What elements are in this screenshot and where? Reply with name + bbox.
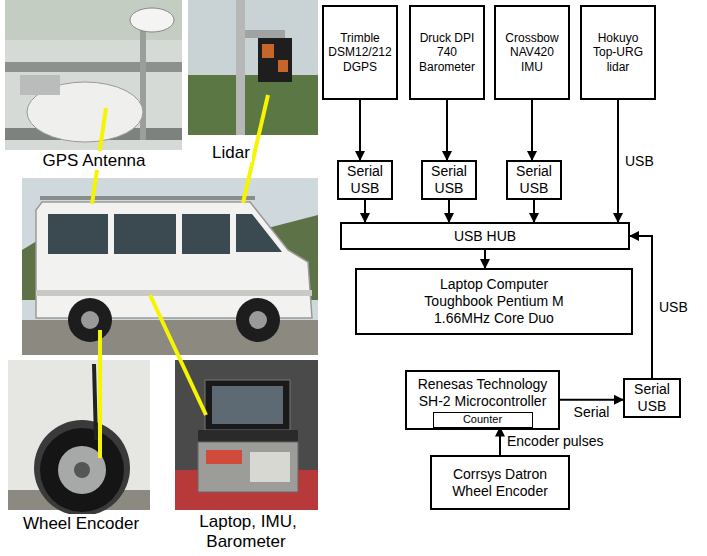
- rack-bar: [5, 62, 182, 72]
- encoder-box: Corrsys Datron Wheel Encoder: [430, 455, 570, 510]
- computer-box: Laptop Computer Toughbook Pentium M 1.66…: [355, 268, 633, 335]
- connector-arrow: [364, 200, 366, 222]
- wheel-photo: [8, 360, 150, 516]
- gps-antenna: [130, 8, 174, 32]
- laptop-screen: [205, 380, 290, 430]
- van-wheel: [68, 298, 112, 342]
- node-text: Renesas Technology SH-2 Microcontroller: [415, 376, 550, 410]
- photo-caption: Laptop, IMU, Barometer: [176, 512, 318, 552]
- connector-arrow: [617, 100, 619, 222]
- counter-box: Counter: [433, 412, 533, 427]
- converter-box: Serial USB: [337, 160, 393, 200]
- converter-box: Serial USB: [421, 160, 477, 200]
- van-window: [114, 214, 176, 254]
- encoder-cable: [94, 364, 96, 440]
- photo-sky: [5, 0, 182, 40]
- caption-text: Lidar: [210, 143, 252, 162]
- van-hub: [81, 311, 99, 329]
- wheel-arch: [34, 420, 130, 516]
- node-text: Corrsys Datron Wheel Encoder: [442, 466, 558, 500]
- laptop-photo: [175, 360, 318, 510]
- connector-arrow: [484, 250, 486, 268]
- node-text: Serial USB: [426, 163, 472, 197]
- connector-label: USB: [623, 153, 656, 169]
- antenna-pole: [140, 20, 146, 140]
- van-window: [48, 214, 108, 254]
- node-text: Hokuyo Top-URG lidar: [586, 31, 650, 74]
- sensor-box: Hokuyo Top-URG lidar: [580, 5, 656, 100]
- node-text: Counter: [463, 413, 502, 426]
- photo-background: [175, 360, 318, 510]
- van-windshield: [236, 214, 282, 252]
- equipment-rack: [198, 442, 298, 492]
- node-text: USB HUB: [454, 228, 516, 245]
- converter-box: Serial USB: [623, 378, 681, 418]
- photo-background: [188, 0, 318, 135]
- connector-label: Encoder pulses: [505, 433, 606, 449]
- caption-text: Laptop, IMU, Barometer: [197, 512, 296, 551]
- converter-box: Serial USB: [506, 160, 562, 200]
- connector-arrow: [499, 428, 501, 455]
- connector-arrow: [448, 200, 450, 222]
- connector-label: Serial: [572, 404, 612, 420]
- caption-text: GPS Antenna: [40, 151, 147, 170]
- callout-lines: [92, 95, 268, 458]
- photo-background: [5, 0, 182, 150]
- lidar-body: [258, 38, 292, 82]
- van-window: [182, 214, 230, 254]
- connector-arrow: [531, 100, 533, 160]
- van-photo: [22, 178, 318, 355]
- imu-unit: [206, 450, 242, 464]
- roof-rack: [40, 196, 255, 200]
- gps-photo: [5, 0, 182, 150]
- leader-line: [98, 330, 102, 458]
- node-text: Serial USB: [511, 163, 557, 197]
- van-trim: [36, 290, 312, 296]
- leader-line: [150, 295, 206, 415]
- connector-label: USB: [657, 299, 690, 315]
- van-wheel: [236, 298, 280, 342]
- connector-arrow: [630, 236, 652, 378]
- lidar-part: [262, 44, 274, 58]
- hub-box: USB HUB: [340, 222, 630, 250]
- node-text: Laptop Computer Toughbook Pentium M 1.66…: [417, 276, 571, 326]
- lidar-part: [278, 60, 288, 72]
- lidar-mast: [236, 0, 245, 135]
- tire: [40, 428, 124, 512]
- sensor-box: Druck DPI 740 Barometer: [409, 5, 485, 100]
- laptop-base: [198, 430, 298, 442]
- connector-arrow: [359, 100, 361, 160]
- connector-arrow: [560, 399, 623, 401]
- connector-arrow: [533, 200, 535, 222]
- microcontroller-box: Renesas Technology SH-2 MicrocontrollerC…: [405, 370, 560, 430]
- photo-sky: [22, 178, 318, 355]
- lidar-bracket: [245, 30, 285, 38]
- van-body: [36, 202, 312, 318]
- node-text: Crossbow NAV420 IMU: [500, 31, 564, 74]
- node-text: Druck DPI 740 Barometer: [415, 31, 479, 74]
- rack-part: [20, 75, 60, 95]
- sensor-box: Trimble DSM12/212 DGPS: [322, 5, 398, 100]
- lidar-photo: [188, 0, 318, 135]
- photo-trees: [188, 75, 318, 135]
- laptop-display: [212, 386, 283, 424]
- photo-caption: GPS Antenna: [14, 151, 174, 171]
- photo-caption: Lidar: [196, 143, 266, 163]
- encoder-hub: [74, 462, 90, 478]
- node-text: Trimble DSM12/212 DGPS: [328, 31, 392, 74]
- van-hub: [249, 311, 267, 329]
- photo-caption: Wheel Encoder: [6, 514, 156, 534]
- node-text: Serial USB: [342, 163, 388, 197]
- caption-text: Wheel Encoder: [21, 514, 141, 533]
- connector-arrow: [446, 100, 448, 160]
- sensor-box: Crossbow NAV420 IMU: [494, 5, 570, 100]
- barometer-unit: [250, 452, 290, 482]
- node-text: Serial USB: [628, 381, 676, 415]
